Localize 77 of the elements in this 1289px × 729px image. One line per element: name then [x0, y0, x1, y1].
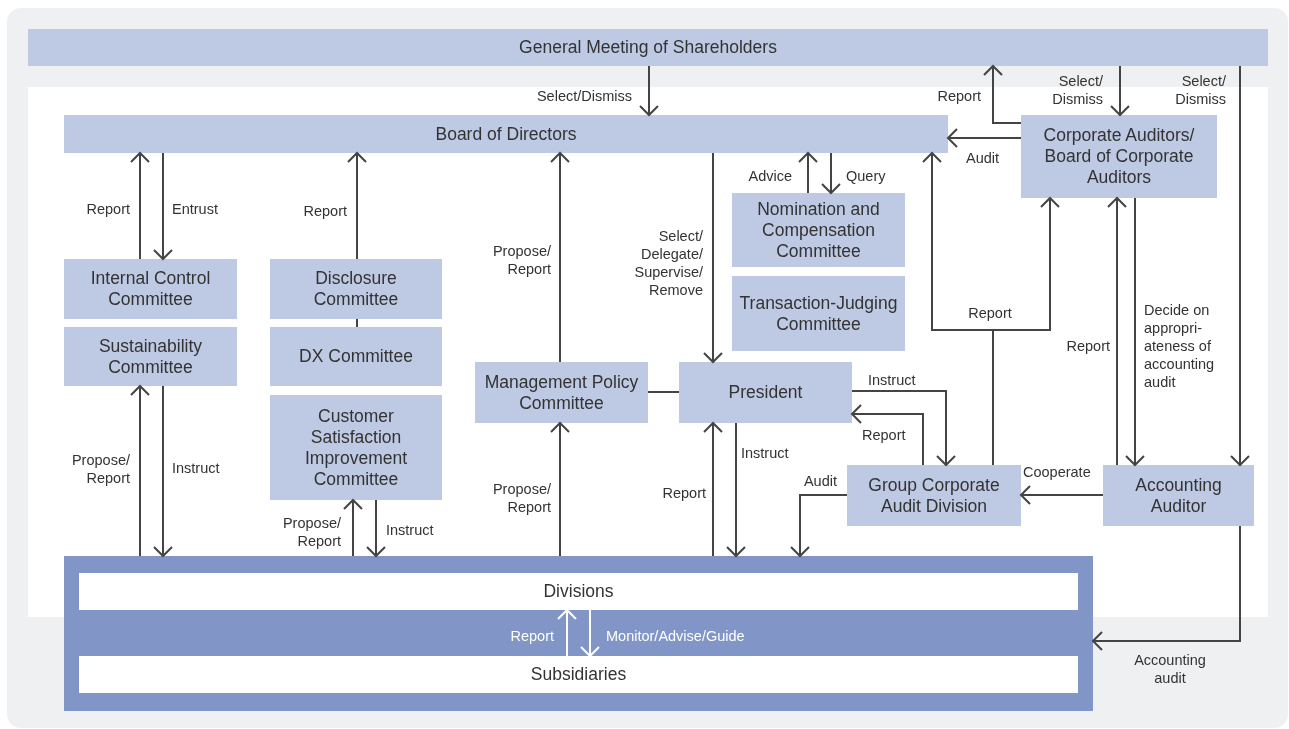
arrow: [851, 390, 956, 466]
arrow: [983, 65, 1022, 124]
arrow: [726, 422, 746, 557]
arrow: [790, 494, 848, 557]
edge-label: Select/Dismiss: [536, 87, 632, 105]
arrow: [992, 197, 1060, 466]
edge-label: Accounting audit: [1133, 651, 1207, 687]
arrow: [153, 152, 173, 260]
unit-box: Divisions: [79, 573, 1078, 610]
arrow: [130, 152, 150, 260]
arrow: [550, 152, 570, 363]
edge-label: Monitor/Advise/Guide: [606, 627, 745, 645]
edge-label: Cooperate: [1023, 463, 1091, 481]
organization-box: Management Policy Committee: [475, 362, 648, 423]
edge-label: Report: [937, 87, 981, 105]
edge-label: Report: [303, 202, 347, 220]
edge-label: Propose/ Report: [281, 514, 341, 550]
arrow: [1107, 197, 1127, 466]
edge-label: Propose/ Report: [491, 242, 551, 278]
connector-line: [647, 391, 680, 393]
arrow: [1230, 65, 1250, 466]
organization-box: DX Committee: [270, 327, 442, 386]
arrow: [366, 499, 386, 557]
organization-band: [64, 556, 1093, 711]
edge-label: Audit: [803, 472, 837, 490]
arrow: [347, 152, 367, 260]
arrow: [130, 385, 150, 557]
edge-label: Report: [662, 484, 706, 502]
edge-label: Advice: [748, 167, 792, 185]
edge-label: Report: [1066, 337, 1110, 355]
edge-label: Instruct: [386, 521, 434, 539]
arrow: [550, 422, 570, 557]
arrow: [947, 128, 1022, 148]
organization-box: Transaction-Judging Committee: [732, 276, 905, 351]
arrow: [703, 422, 723, 557]
edge-label: Report: [862, 426, 906, 444]
organization-box: General Meeting of Shareholders: [28, 29, 1268, 66]
organization-box: President: [679, 362, 852, 423]
edge-label: Report: [510, 627, 554, 645]
arrow: [1110, 65, 1130, 116]
arrow: [639, 65, 659, 116]
edge-label: Select/ Dismiss: [1051, 72, 1103, 108]
edge-label: Select/ Dismiss: [1174, 72, 1226, 108]
arrow: [851, 404, 924, 466]
arrow: [580, 609, 600, 657]
edge-label: Query: [846, 167, 886, 185]
arrow: [1125, 197, 1145, 466]
arrow: [821, 152, 841, 194]
edge-label: Entrust: [172, 200, 218, 218]
organization-box: Internal Control Committee: [64, 259, 237, 319]
organization-box: Customer Satisfaction Improvement Committee: [270, 395, 442, 500]
edge-label: Audit: [966, 149, 1000, 167]
edge-label: Select/ Delegate/ Supervise/ Remove: [633, 227, 703, 299]
edge-label: Instruct: [741, 444, 789, 462]
arrow: [557, 609, 577, 657]
edge-label: Report: [968, 304, 1012, 322]
organization-box: Accounting Auditor: [1103, 465, 1254, 526]
arrow: [798, 152, 818, 194]
organization-box: Group Corporate Audit Division: [847, 465, 1021, 526]
edge-label: Report: [86, 200, 130, 218]
arrow: [153, 385, 173, 557]
edge-label: Propose/ Report: [491, 480, 551, 516]
arrow: [343, 499, 363, 557]
edge-label: Propose/ Report: [70, 451, 130, 487]
connector-line: [356, 318, 358, 328]
organization-box: Corporate Auditors/ Board of Corporate Auditors: [1021, 115, 1217, 198]
organization-box: Nomination and Compensation Committee: [732, 193, 905, 267]
arrow: [1020, 485, 1104, 505]
arrow: [1092, 525, 1241, 651]
edge-label: Instruct: [868, 371, 916, 389]
edge-label: Decide on appropri- ateness of accounting audit: [1144, 301, 1216, 391]
unit-box: Subsidiaries: [79, 656, 1078, 693]
arrow: [703, 152, 723, 363]
organization-box: Sustainability Committee: [64, 327, 237, 386]
organization-box: Board of Directors: [64, 115, 948, 153]
edge-label: Instruct: [172, 459, 220, 477]
organization-box: Disclosure Committee: [270, 259, 442, 319]
